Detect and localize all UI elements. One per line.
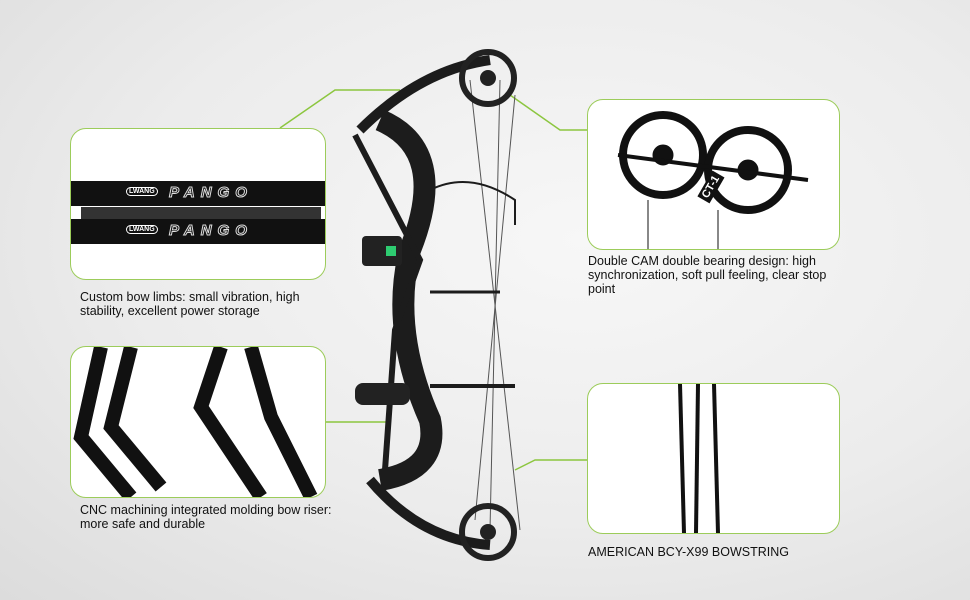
limb-brand: PANGO (169, 222, 253, 240)
limb-logo: LWANG (126, 225, 158, 234)
limbs-detail-panel: LWANG PANGO LWANG PANGO (70, 128, 326, 280)
riser-caption: CNC machining integrated molding bow ris… (80, 503, 332, 531)
cam-detail-panel: CT-1 (587, 99, 840, 250)
cam-caption: Double CAM double bearing design: high s… (588, 254, 827, 296)
limbs-caption: Custom bow limbs: small vibration, high … (80, 290, 300, 318)
limb-logo: LWANG (126, 187, 158, 196)
bowstring-detail-panel (587, 383, 840, 534)
riser-detail-panel (70, 346, 326, 498)
stabilizer-grip (355, 383, 410, 405)
limb-brand: PANGO (169, 184, 253, 202)
bow-sight (362, 236, 402, 266)
bowstring-caption: AMERICAN BCY-X99 BOWSTRING (588, 545, 789, 559)
